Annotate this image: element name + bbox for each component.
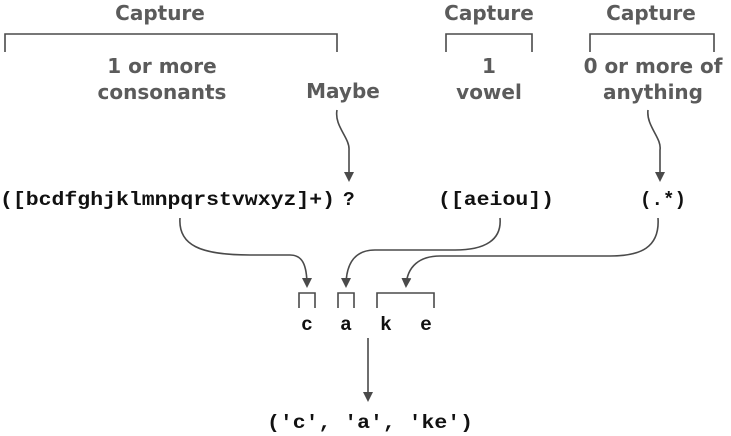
regex-group-vowel: ([aeiou]) <box>438 189 554 211</box>
capture-bracket-3 <box>589 33 715 52</box>
letter-bracket-ke <box>376 292 435 308</box>
regex-group-anything: (.*) <box>640 189 686 211</box>
consonants-label-line2: consonants <box>98 80 227 104</box>
anything-label-line2: anything <box>603 80 703 104</box>
maybe-label: Maybe <box>306 79 380 103</box>
letter-bracket-a <box>337 292 355 308</box>
vowel-label-line1: 1 <box>482 54 496 78</box>
consonant-match-arrow <box>179 217 312 288</box>
regex-group-consonants: ([bcdfghjklmnpqrstvwxyz]+) <box>0 189 335 211</box>
word-letter-c: c <box>301 314 313 336</box>
regex-optional-marker: ? <box>343 189 355 211</box>
word-letter-a: a <box>340 314 352 336</box>
vowel-label-line2: vowel <box>456 80 522 104</box>
result-tuple: ('c', 'a', 'ke') <box>267 412 473 434</box>
anything-label-line1: 0 or more of <box>584 54 723 78</box>
consonants-label-line1: 1 or more <box>107 54 216 78</box>
word-letter-e: e <box>420 314 432 336</box>
anything-match-arrow <box>401 217 659 288</box>
capture-bracket-2 <box>445 33 533 52</box>
anything-arrow <box>647 109 665 182</box>
vowel-match-arrow <box>341 217 501 288</box>
capture-bracket-1 <box>4 33 338 52</box>
word-letter-k: k <box>380 314 392 336</box>
capture-label-3: Capture <box>606 1 696 25</box>
capture-label-1: Capture <box>115 1 205 25</box>
letter-bracket-c <box>298 292 316 308</box>
maybe-arrow <box>335 109 354 182</box>
capture-label-2: Capture <box>444 1 534 25</box>
